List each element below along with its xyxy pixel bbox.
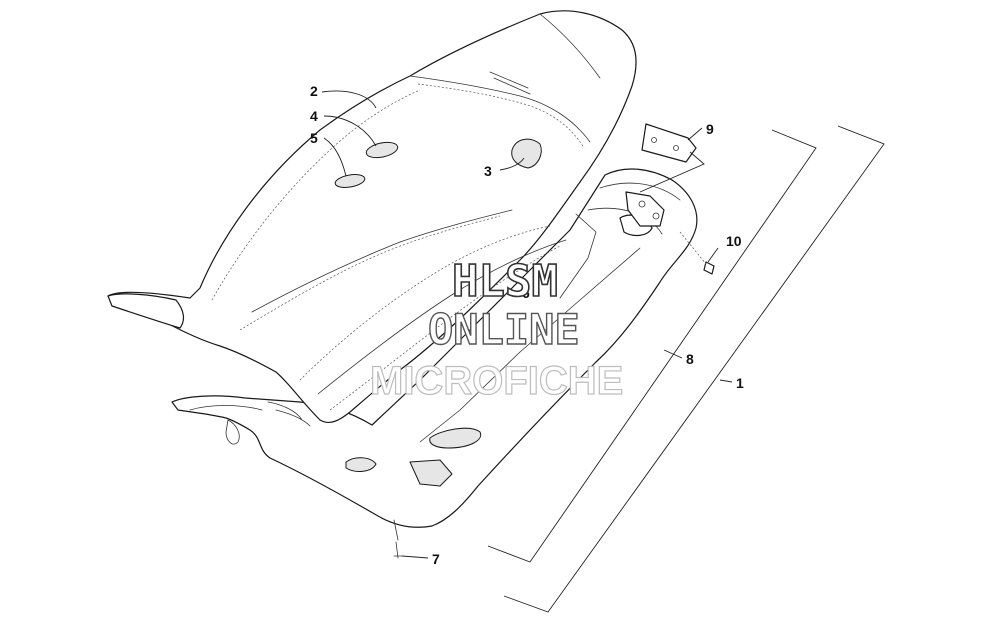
callout-7: 7 (432, 551, 440, 567)
fastener-item-7 (393, 541, 403, 559)
leader-item-1 (719, 379, 733, 383)
callout-2: 2 (310, 83, 318, 99)
fastener-item-10 (679, 231, 715, 275)
leader-item-5 (323, 137, 347, 177)
callout-10: 10 (726, 233, 742, 249)
leader-item-10 (707, 247, 719, 263)
leader-item-2 (321, 90, 377, 109)
emblem-item-3 (511, 138, 542, 169)
leader-item-9 (639, 127, 705, 193)
latch-plate-item-9 (641, 123, 697, 163)
leader-item-3 (499, 157, 525, 171)
callout-3: 3 (484, 163, 492, 179)
callout-4: 4 (310, 108, 318, 124)
seat-cushion (107, 10, 637, 424)
callout-5: 5 (310, 130, 318, 146)
callout-9: 9 (706, 121, 714, 137)
emblem-item-4 (365, 141, 399, 159)
bracket-item-1 (503, 125, 885, 613)
watermark-line-2: ONLINE (428, 305, 580, 354)
leader-item-4 (323, 115, 377, 147)
latch-assembly (625, 191, 665, 227)
callout-1: 1 (736, 375, 744, 391)
leader-item-7 (401, 555, 429, 559)
emblem-item-5 (334, 174, 366, 188)
callout-6: 6 (522, 285, 530, 301)
bracket-item-8 (487, 129, 817, 563)
watermark-line-3: MICROFICHE (370, 359, 623, 403)
watermark-line-1: HLSM (452, 256, 558, 307)
callout-8: 8 (686, 351, 694, 367)
leader-item-8 (663, 349, 683, 359)
